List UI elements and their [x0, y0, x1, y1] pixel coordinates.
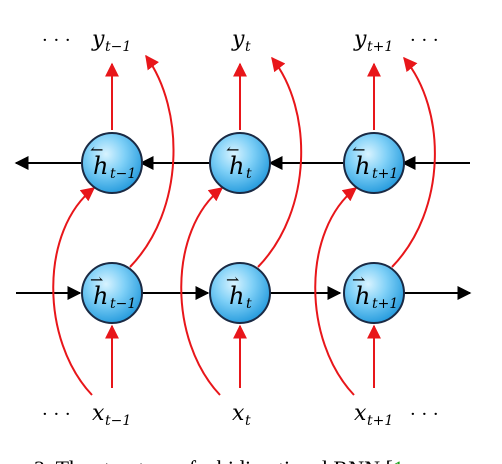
- forward-label-prev-base: h: [93, 282, 108, 310]
- input-cur-base: x: [232, 401, 245, 426]
- input-next-base: x: [354, 401, 367, 426]
- input-prev-sub: t−1: [105, 413, 131, 429]
- backward-node-cur: [209, 132, 271, 194]
- forward-label-next-sub: t+1: [372, 296, 398, 312]
- output-right-dots: · · ·: [410, 30, 439, 51]
- backward-node-next: [343, 132, 405, 194]
- curve-forward-prev-to-output: [129, 54, 175, 268]
- caption-text: 2. The structure of a bidirectional RNN …: [34, 456, 393, 464]
- backward-label-prev-arrow: ↼: [90, 140, 103, 159]
- output-arrows: [105, 62, 381, 130]
- forward-node-next: [343, 262, 405, 324]
- output-prev-sub: t−1: [105, 39, 131, 55]
- forward-nodes: ⇀ h t−1 ⇀ h t ⇀ h t+1: [81, 262, 405, 324]
- curve-input-prev-to-backward: [52, 187, 96, 396]
- backward-label-prev-base: h: [93, 152, 108, 180]
- input-prev-base: x: [92, 401, 105, 426]
- forward-label-cur-base: h: [229, 282, 244, 310]
- forward-node-prev: [81, 262, 143, 324]
- forward-label-cur-arrow: ⇀: [226, 270, 239, 289]
- output-labels: · · · y t−1 y t y t+1 · · ·: [42, 27, 439, 55]
- input-next-sub: t+1: [367, 413, 393, 429]
- curve-input-cur-to-backward: [180, 187, 224, 396]
- backward-label-cur-base: h: [229, 152, 244, 180]
- curve-forward-next-to-output: [391, 56, 436, 268]
- input-left-dots: · · ·: [42, 404, 71, 425]
- figure-caption: 2. The structure of a bidirectional RNN …: [34, 456, 404, 464]
- backward-label-cur-sub: t: [246, 166, 252, 182]
- backward-label-prev-sub: t−1: [110, 166, 136, 182]
- output-cur-sub: t: [245, 39, 251, 55]
- forward-node-cur: [209, 262, 271, 324]
- forward-label-next-arrow: ⇀: [352, 270, 365, 289]
- backward-node-prev: [81, 132, 143, 194]
- input-right-dots: · · ·: [410, 404, 439, 425]
- backward-label-next-sub: t+1: [372, 166, 398, 182]
- backward-label-next-base: h: [355, 152, 370, 180]
- curve-forward-cur-to-output: [257, 56, 303, 268]
- backward-label-cur-arrow: ↼: [226, 140, 239, 159]
- backward-nodes: ↼ h t−1 ↼ h t ↼ h t+1: [81, 132, 405, 194]
- forward-label-prev-arrow: ⇀: [90, 270, 103, 289]
- input-to-backward-curves: [52, 187, 358, 396]
- forward-label-cur-sub: t: [246, 296, 252, 312]
- input-arrows: [105, 324, 381, 388]
- output-left-dots: · · ·: [42, 30, 71, 51]
- input-cur-sub: t: [245, 413, 251, 429]
- output-next-sub: t+1: [367, 39, 393, 55]
- output-cur-base: y: [231, 27, 245, 52]
- forward-label-next-base: h: [355, 282, 370, 310]
- caption-reference: 1: [393, 456, 404, 464]
- output-next-base: y: [353, 27, 367, 52]
- forward-label-prev-sub: t−1: [110, 296, 136, 312]
- input-labels: · · · x t−1 x t x t+1 · · ·: [42, 401, 439, 429]
- backward-label-next-arrow: ↼: [352, 140, 365, 159]
- output-prev-base: y: [91, 27, 105, 52]
- forward-to-output-curves: [129, 54, 436, 268]
- curve-input-next-to-backward: [314, 187, 358, 396]
